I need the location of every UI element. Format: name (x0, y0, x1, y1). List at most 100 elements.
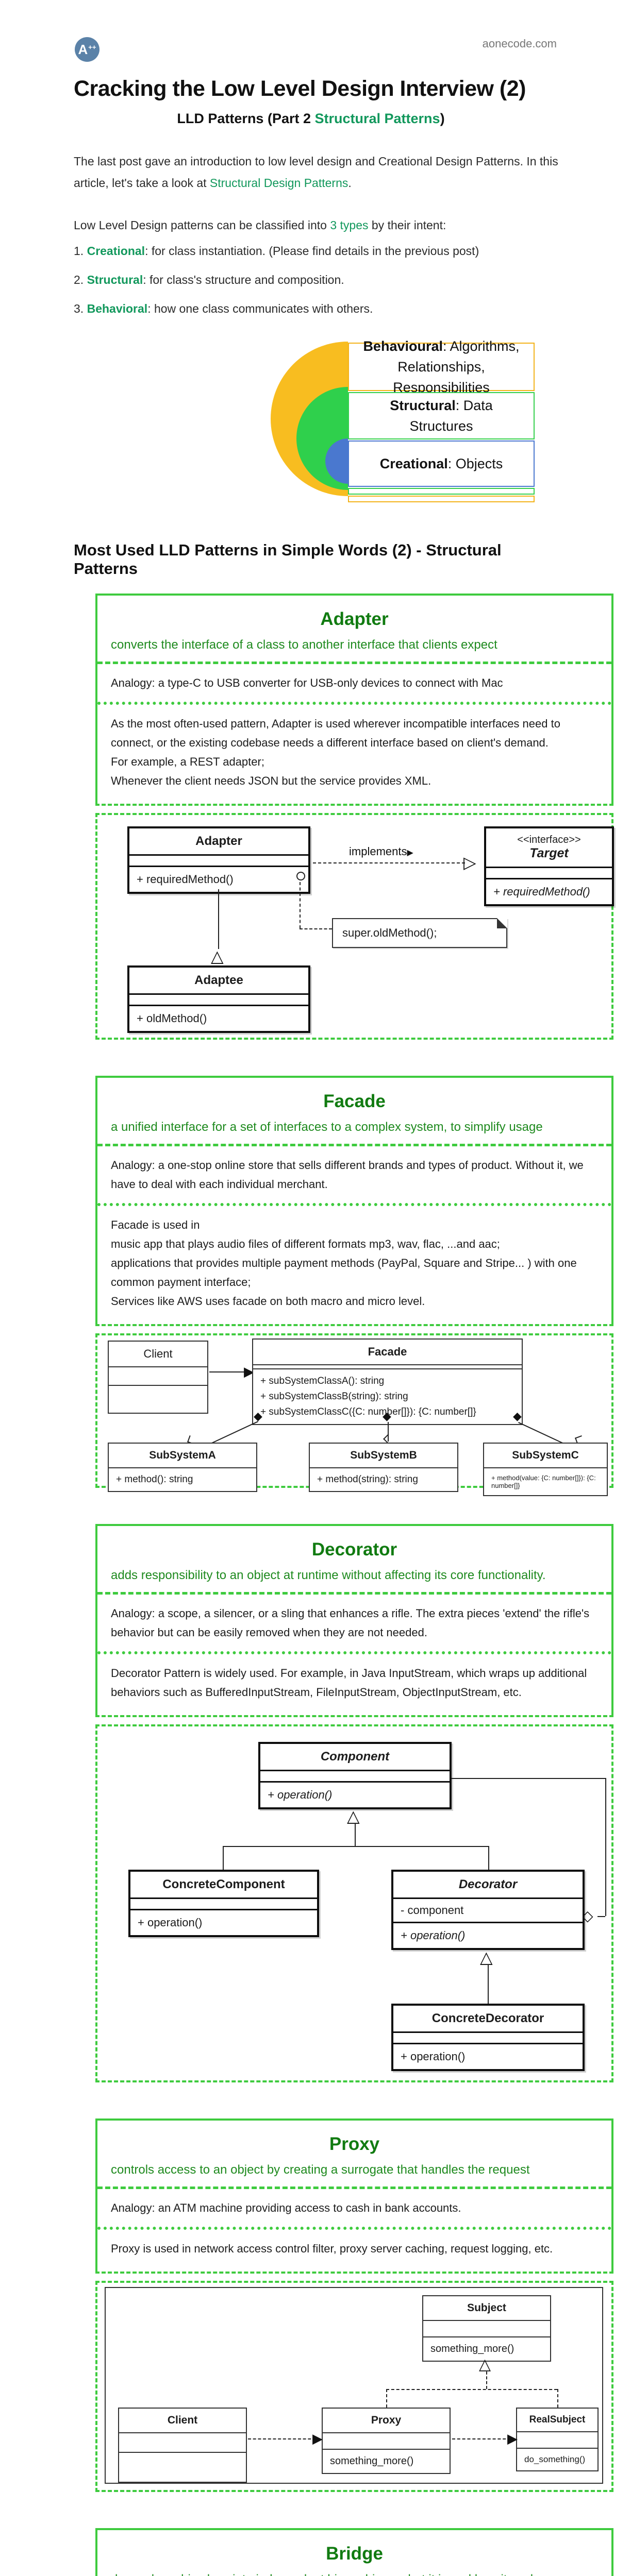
class-method: + operation() (401, 2050, 466, 2063)
divider-dashed (97, 1592, 611, 1595)
note-connector-line (300, 928, 332, 929)
class-method: something_more() (430, 2343, 514, 2354)
site-url: aonecode.com (482, 37, 557, 50)
pattern-analogy: Analogy: a one-stop online store that se… (111, 1159, 584, 1191)
pattern-usage: Proxy is used in network access control … (111, 2242, 553, 2255)
class-method: + method(): string (116, 1474, 193, 1485)
class-attrs-empty (517, 2432, 597, 2449)
class-box-adaptee: Adaptee + oldMethod() (127, 965, 310, 1033)
class-title: SubSystemA (109, 1444, 256, 1468)
class-title: Target (529, 846, 569, 860)
pattern-usage-line: Services like AWS uses facade on both ma… (111, 1295, 425, 1308)
intro-text: The last post gave an introduction to lo… (74, 155, 558, 190)
classify-highlight: 3 types (330, 218, 369, 232)
class-title-block: <<interface>> Target (486, 828, 612, 868)
classification-item-structural: 2. Structural: for class's structure and… (74, 269, 557, 290)
divider-dotted (97, 1203, 611, 1206)
divider-dotted (97, 1651, 611, 1654)
class-box-client: Client (118, 2408, 247, 2483)
small-arrow-icon: ▶ (407, 849, 413, 857)
uml-diagram-adapter: Adapter + requiredMethod() implements▶ ▷… (95, 813, 614, 1040)
venn-label-rest: : Algorithms, Relationships, Responsibil… (393, 338, 520, 395)
pattern-usage-line: applications that provides multiple paym… (111, 1257, 577, 1289)
uml-diagram-proxy: Subject something_more() △ Client Proxy … (95, 2281, 613, 2492)
composition-diamond-icon: ◆ (254, 1410, 262, 1422)
page-header: A ++ aonecode.com (0, 0, 631, 62)
class-title: ConcreteDecorator (393, 2006, 583, 2033)
pattern-usage-line: For example, a REST adapter; (111, 755, 264, 768)
class-attrs-empty (486, 868, 612, 879)
pattern-title: Decorator (311, 1539, 397, 1560)
composition-diamond-icon: ◆ (513, 1410, 522, 1422)
pattern-usage-line: Facade is used in (111, 1218, 200, 1231)
class-box-proxy: Proxy something_more() (322, 2408, 451, 2474)
venn-label-bold: Structural (390, 398, 456, 413)
pattern-types-venn-diagram: Behavioural: Algorithms, Relationships, … (0, 336, 631, 509)
item-text: : for class instantiation. (Please find … (145, 244, 479, 258)
class-box-subsystem-c: SubSystemC + method(value: {C: number[]}… (483, 1443, 608, 1496)
uml-note-box: super.oldMethod(); (332, 918, 507, 948)
generalization-line (223, 1846, 489, 1847)
diagram-frame (105, 2287, 603, 2484)
pattern-title: Proxy (329, 2134, 380, 2154)
venn-sliver-green (348, 488, 535, 495)
pattern-card-proxy: Proxy controls access to an object by cr… (95, 2119, 613, 2492)
class-attrs-empty (323, 2433, 450, 2450)
venn-label-rest: : Objects (447, 456, 503, 471)
class-attrs-empty (130, 1899, 317, 1910)
pattern-analogy: Analogy: an ATM machine providing access… (111, 2201, 461, 2214)
class-method: + operation() (401, 1929, 466, 1942)
pattern-card-adapter: Adapter converts the interface of a clas… (95, 594, 614, 1040)
generalization-triangle-icon: △ (480, 1948, 493, 1967)
class-title: Adaptee (129, 968, 308, 995)
venn-label-creational: Creational: Objects (348, 440, 535, 487)
class-title: Component (260, 1744, 450, 1771)
item-keyword: Structural (87, 273, 143, 286)
pattern-usage-line: Whenever the client needs JSON but the s… (111, 774, 431, 787)
item-text: : how one class communicates with others… (147, 302, 373, 315)
classification-item-creational: 1. Creational: for class instantiation. … (74, 241, 557, 261)
divider-dotted (97, 702, 611, 705)
class-attrs-empty (260, 1771, 450, 1783)
pattern-card-facade: Facade a unified interface for a set of … (95, 1076, 613, 1496)
class-title: ConcreteComponent (130, 1872, 317, 1899)
creational-semicircle-icon (325, 438, 348, 484)
class-title: Decorator (393, 1872, 583, 1899)
class-method: + subSystemClassA(): string (260, 1376, 385, 1386)
class-title: Proxy (323, 2409, 450, 2433)
aggregation-line (605, 1778, 606, 1916)
class-methods-empty (109, 1386, 207, 1413)
subtitle-highlight: Structural Patterns (314, 111, 440, 126)
logo-plus: ++ (88, 43, 96, 51)
class-box-subsystem-b: SubSystemB + method(string): string (309, 1443, 458, 1492)
realization-line (386, 2389, 387, 2408)
arrowhead-icon: ▶ (244, 1364, 254, 1379)
classification-item-behavioral: 3. Behavioral: how one class communicate… (74, 298, 557, 319)
item-keyword: Behavioral (87, 302, 148, 315)
class-box-target: <<interface>> Target + requiredMethod() (484, 826, 614, 906)
class-attrs-empty (253, 1365, 522, 1369)
class-method: + operation() (268, 1788, 333, 1801)
generalization-line (488, 1846, 489, 1870)
realization-line (557, 2389, 558, 2408)
divider-dashed (97, 2187, 611, 2189)
pattern-title: Adapter (320, 609, 389, 629)
venn-label-behavioural: Behavioural: Algorithms, Relationships, … (348, 338, 535, 395)
pattern-description: controls access to an object by creating… (111, 2163, 530, 2177)
item-keyword: Creational (87, 244, 145, 258)
realization-line (386, 2389, 557, 2390)
class-box-decorator: Decorator - component + operation() (391, 1870, 585, 1950)
dependency-line (248, 2438, 316, 2439)
item-number: 2. (74, 273, 87, 286)
aggregation-diamond-icon: ◇ (582, 1908, 593, 1924)
generalization-triangle-icon: △ (211, 947, 224, 965)
class-methods: + subSystemClassA(): string + subSystemC… (253, 1369, 522, 1424)
page-subtitle: LLD Patterns (Part 2 Structural Patterns… (74, 111, 548, 127)
item-number: 3. (74, 302, 87, 315)
stereotype-label: <<interface>> (517, 834, 581, 845)
class-method: something_more() (330, 2455, 414, 2467)
divider-dotted (97, 2227, 611, 2230)
pattern-card-decorator: Decorator adds responsibility to an obje… (95, 1524, 613, 2082)
pattern-title: Bridge (326, 2544, 383, 2564)
